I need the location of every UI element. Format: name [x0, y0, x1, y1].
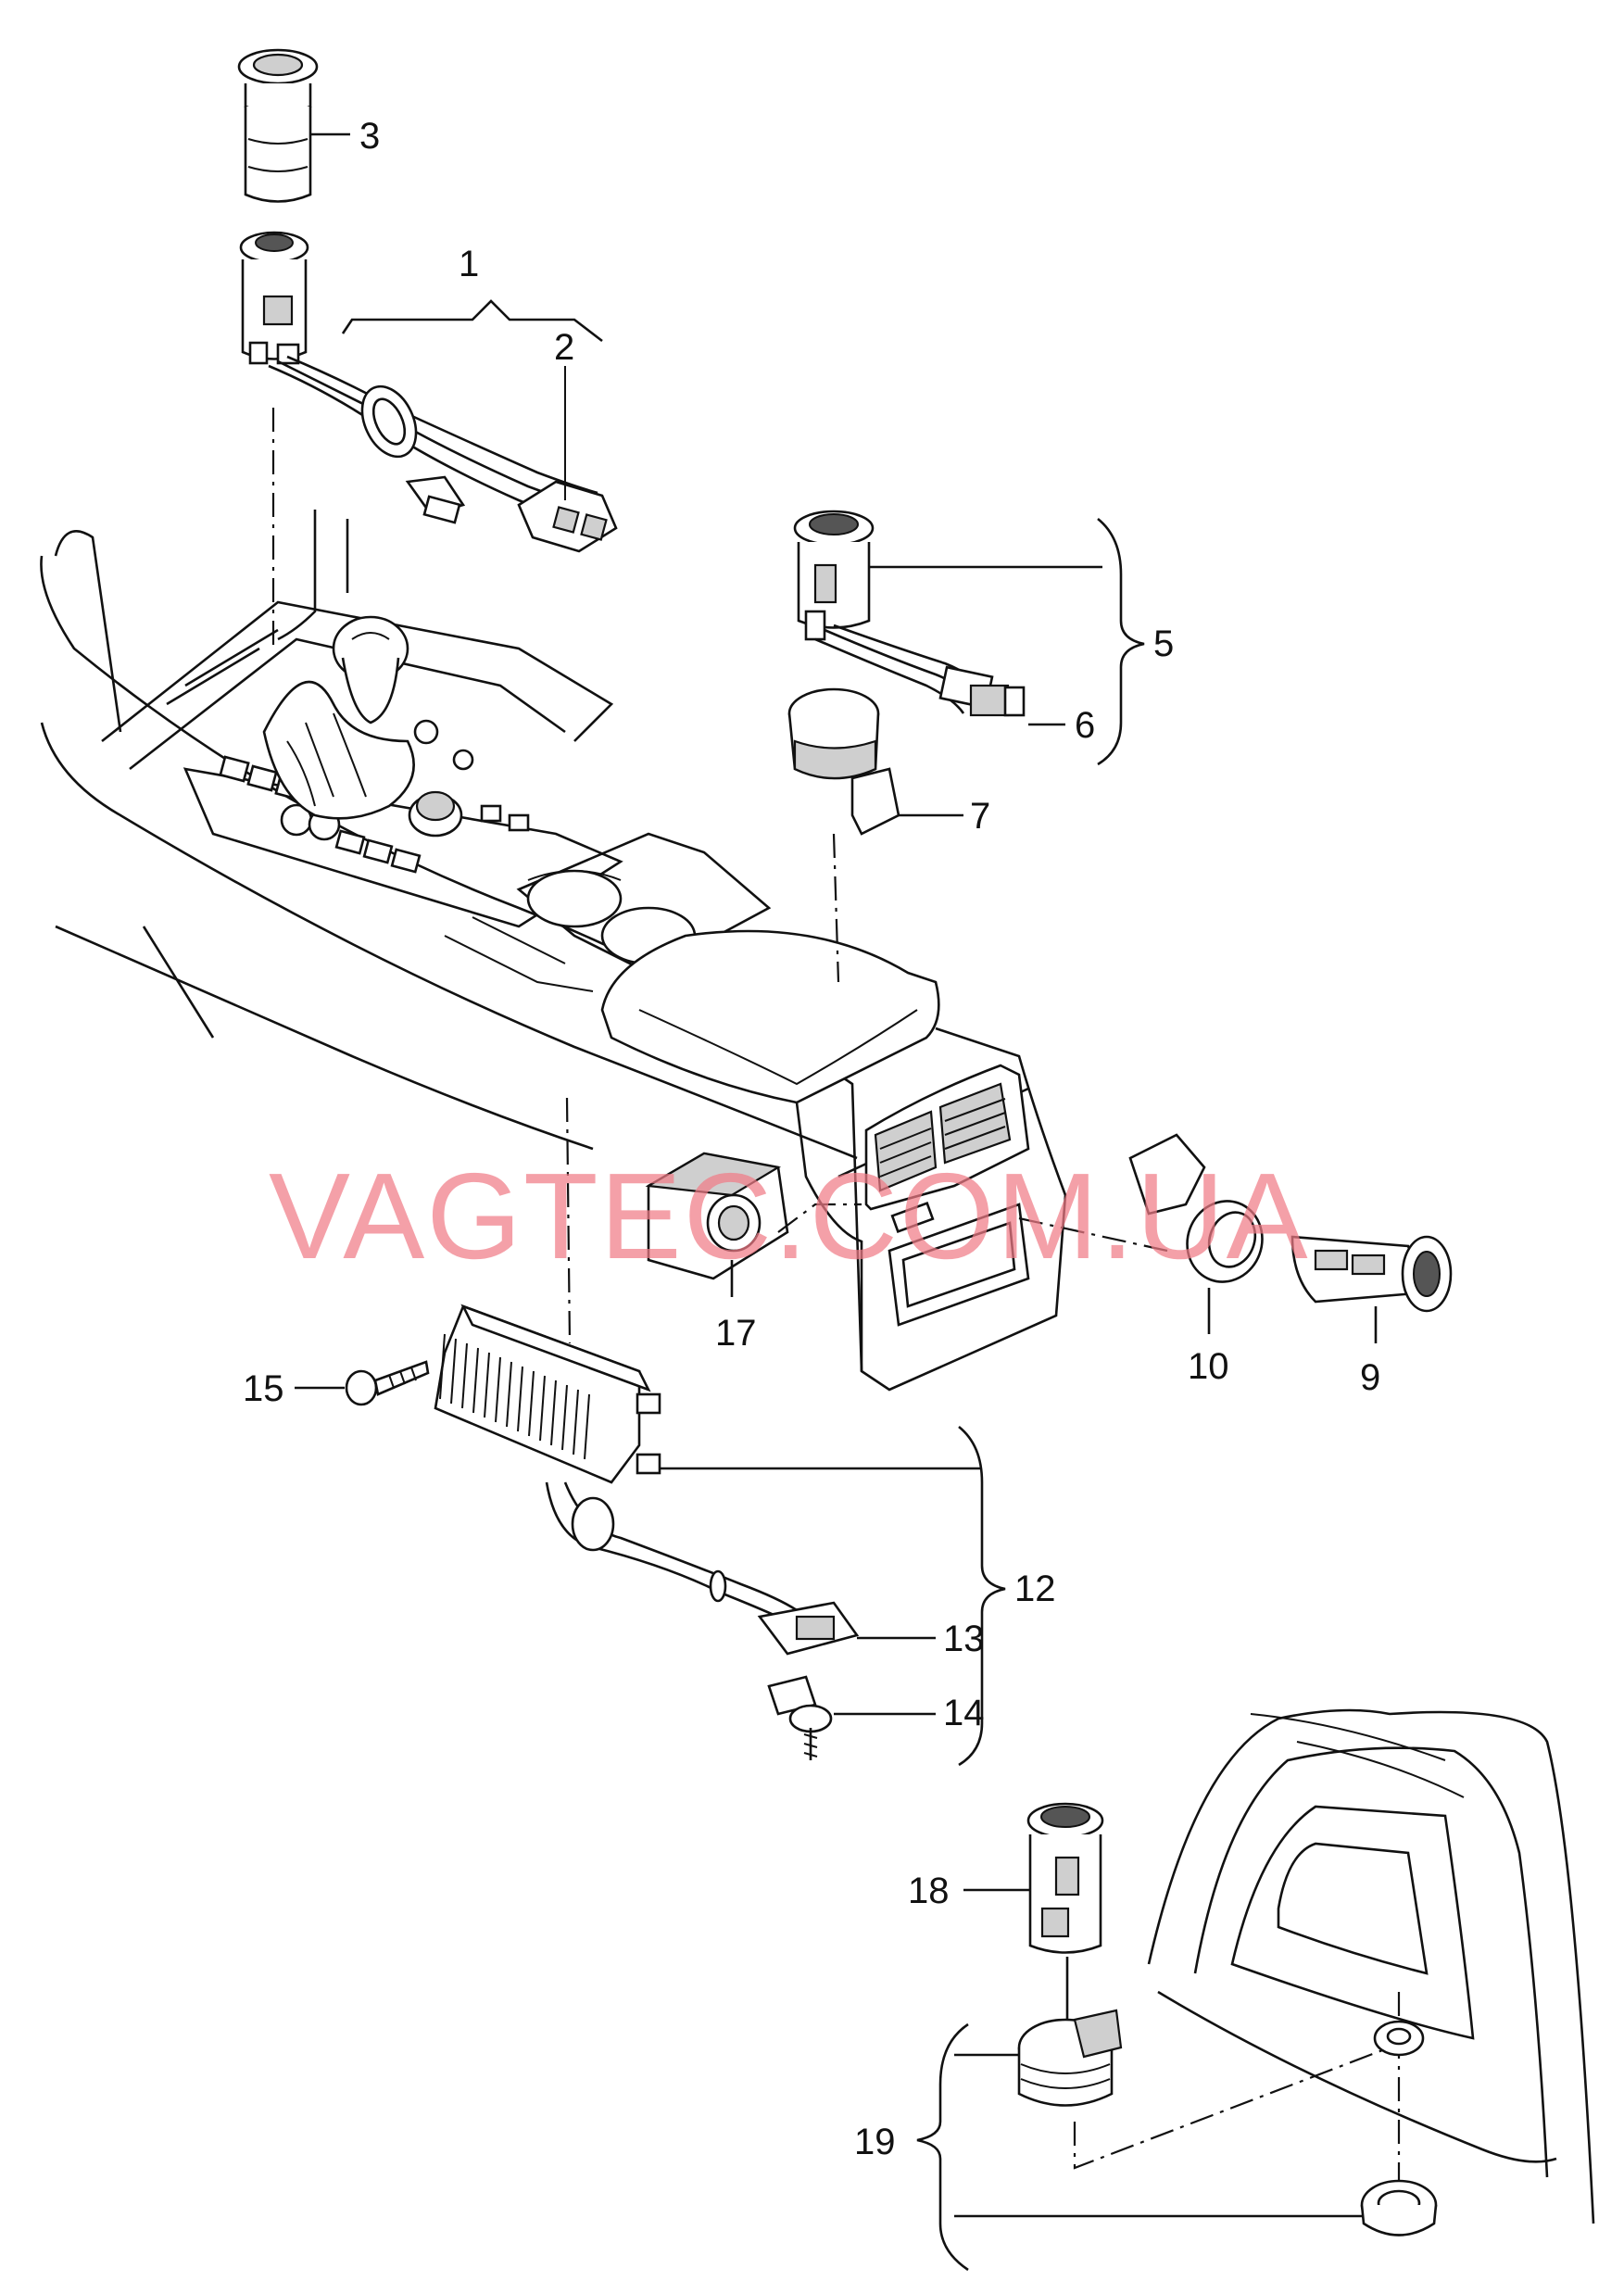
label-5: 5	[1153, 624, 1174, 664]
trunk-side-panel	[1147, 1708, 1595, 2224]
part-18-trunk-socket	[963, 1802, 1104, 2020]
part-3-lighter-insert	[237, 48, 350, 203]
part-9-socket	[1290, 1235, 1453, 1343]
part-15-screw	[295, 1360, 430, 1406]
label-9: 9	[1360, 1357, 1380, 1398]
part-5-rear-socket-harness	[793, 510, 1145, 766]
label-19: 19	[854, 2122, 896, 2162]
part-10-ring	[1018, 1133, 1264, 1334]
label-10: 10	[1188, 1346, 1229, 1387]
label-1: 1	[459, 244, 479, 284]
part-17-rear-cover	[645, 1152, 862, 1297]
label-6: 6	[1075, 705, 1095, 746]
label-7: 7	[970, 796, 990, 837]
label-12: 12	[1014, 1569, 1056, 1609]
part-1-lighter-socket-harness	[239, 231, 618, 553]
center-console	[40, 510, 1067, 1392]
label-18: 18	[908, 1871, 950, 1911]
label-15: 15	[243, 1368, 284, 1409]
label-3: 3	[359, 116, 380, 157]
label-2: 2	[554, 327, 574, 368]
label-17: 17	[715, 1313, 757, 1354]
label-13: 13	[943, 1619, 985, 1659]
part-7-cover-cap	[787, 687, 963, 983]
part-12-inverter	[434, 1097, 1006, 1767]
label-14: 14	[943, 1693, 985, 1733]
watermark: VAGTEC.COM.UA	[269, 1148, 1310, 1284]
part-19-socket-nut	[916, 1992, 1438, 2272]
